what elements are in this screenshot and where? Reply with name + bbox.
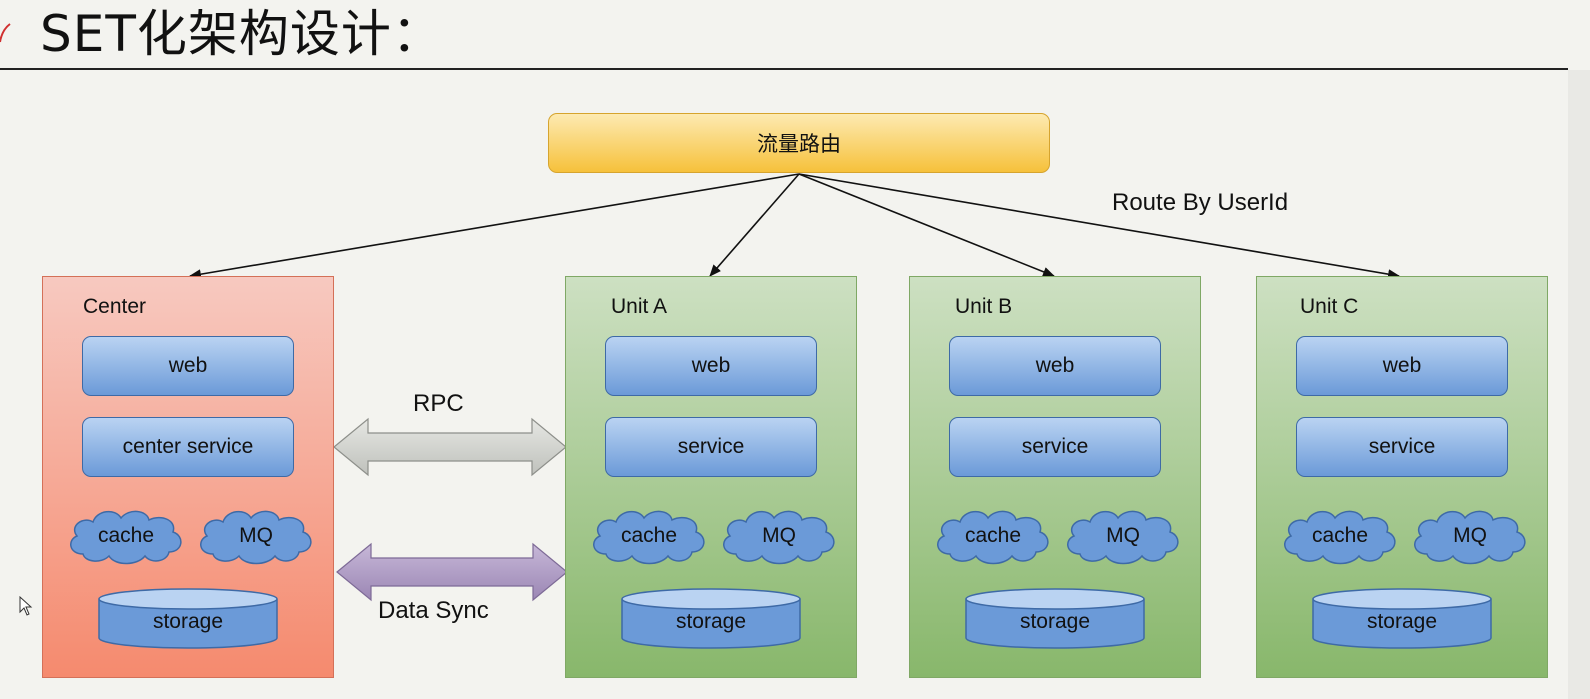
unit-a-web: web	[605, 336, 817, 396]
unit-b-cache-label: cache	[964, 524, 1022, 547]
unit-a-mq-cloud: MQ	[718, 506, 840, 566]
center-storage-cylinder: storage	[98, 588, 278, 650]
cylinder-shape	[965, 588, 1145, 649]
unit-b-mq-label: MQ	[1106, 524, 1140, 547]
unit-a-service: service	[605, 417, 817, 477]
unit-b-storage-label: storage	[1019, 610, 1091, 633]
unit-b-service: service	[949, 417, 1161, 477]
unit-c-cache-cloud: cache	[1279, 506, 1401, 566]
cylinder-shape	[98, 588, 278, 649]
unit-c-mq-cloud: MQ	[1409, 506, 1531, 566]
center-service: center service	[82, 417, 294, 477]
unit-b-mq-cloud: MQ	[1062, 506, 1184, 566]
center-cache-label: cache	[97, 524, 155, 547]
unit-a-cache-cloud: cache	[588, 506, 710, 566]
scrollbar-track[interactable]	[1568, 70, 1590, 699]
route-arrow-unit-c	[798, 173, 1400, 280]
cloud-shape	[1414, 510, 1526, 565]
title-divider	[0, 68, 1568, 70]
cloud-shape	[1067, 510, 1179, 565]
cloud-shape	[723, 510, 835, 565]
center-web-label: web	[168, 354, 208, 377]
cylinder-shape	[1312, 588, 1492, 649]
unit-b-storage-cylinder: storage	[965, 588, 1145, 650]
cloud-shape	[200, 510, 312, 565]
unit-b-label: Unit B	[955, 295, 1013, 318]
unit-a-mq-label: MQ	[762, 524, 796, 547]
unit-a-storage-label: storage	[675, 610, 747, 633]
unit-c-web-label: web	[1382, 354, 1422, 377]
center-mq-cloud: MQ	[195, 506, 317, 566]
unit-b-web: web	[949, 336, 1161, 396]
unit-a-box: Unit A web service cache MQ storage	[565, 276, 857, 678]
unit-b-cache-cloud: cache	[932, 506, 1054, 566]
cloud-shape	[1284, 510, 1396, 565]
center-box: Center web center service cache MQ stora…	[42, 276, 334, 678]
unit-c-service-label: service	[1368, 435, 1436, 458]
rpc-label: RPC	[413, 390, 464, 417]
unit-a-web-label: web	[691, 354, 731, 377]
unit-c-cache-label: cache	[1311, 524, 1369, 547]
unit-b-web-label: web	[1035, 354, 1075, 377]
unit-b-box: Unit B web service cache MQ storage	[909, 276, 1201, 678]
unit-a-cache-label: cache	[620, 524, 678, 547]
traffic-router: 流量路由	[548, 113, 1050, 173]
traffic-router-label: 流量路由	[757, 132, 841, 156]
data-sync-label: Data Sync	[378, 597, 489, 624]
unit-c-storage-label: storage	[1366, 610, 1438, 633]
center-mq-label: MQ	[239, 524, 273, 547]
route-arrow-unit-a	[709, 173, 800, 277]
center-label: Center	[83, 295, 147, 318]
rpc-arrow	[333, 417, 567, 477]
center-storage-label: storage	[152, 610, 224, 633]
cloud-shape	[70, 510, 182, 565]
unit-c-web: web	[1296, 336, 1508, 396]
unit-c-service: service	[1296, 417, 1508, 477]
cloud-shape	[937, 510, 1049, 565]
unit-c-storage-cylinder: storage	[1312, 588, 1492, 650]
center-service-label: center service	[122, 435, 254, 458]
mouse-cursor-icon	[19, 596, 33, 616]
unit-c-box: Unit C web service cache MQ storage	[1256, 276, 1548, 678]
page-title: SET化架构设计：	[40, 5, 443, 63]
route-by-userid-label: Route By UserId	[1112, 189, 1289, 216]
route-arrow-unit-b	[798, 173, 1055, 277]
route-arrow-center	[189, 173, 800, 280]
data-sync-arrow	[336, 542, 568, 602]
unit-a-storage-cylinder: storage	[621, 588, 801, 650]
unit-b-service-label: service	[1021, 435, 1089, 458]
center-web: web	[82, 336, 294, 396]
unit-c-mq-label: MQ	[1453, 524, 1487, 547]
unit-c-label: Unit C	[1300, 295, 1359, 318]
slide-corner-mark	[0, 23, 11, 43]
cylinder-shape	[621, 588, 801, 649]
cloud-shape	[593, 510, 705, 565]
unit-a-label: Unit A	[611, 295, 668, 318]
center-cache-cloud: cache	[65, 506, 187, 566]
unit-a-service-label: service	[677, 435, 745, 458]
